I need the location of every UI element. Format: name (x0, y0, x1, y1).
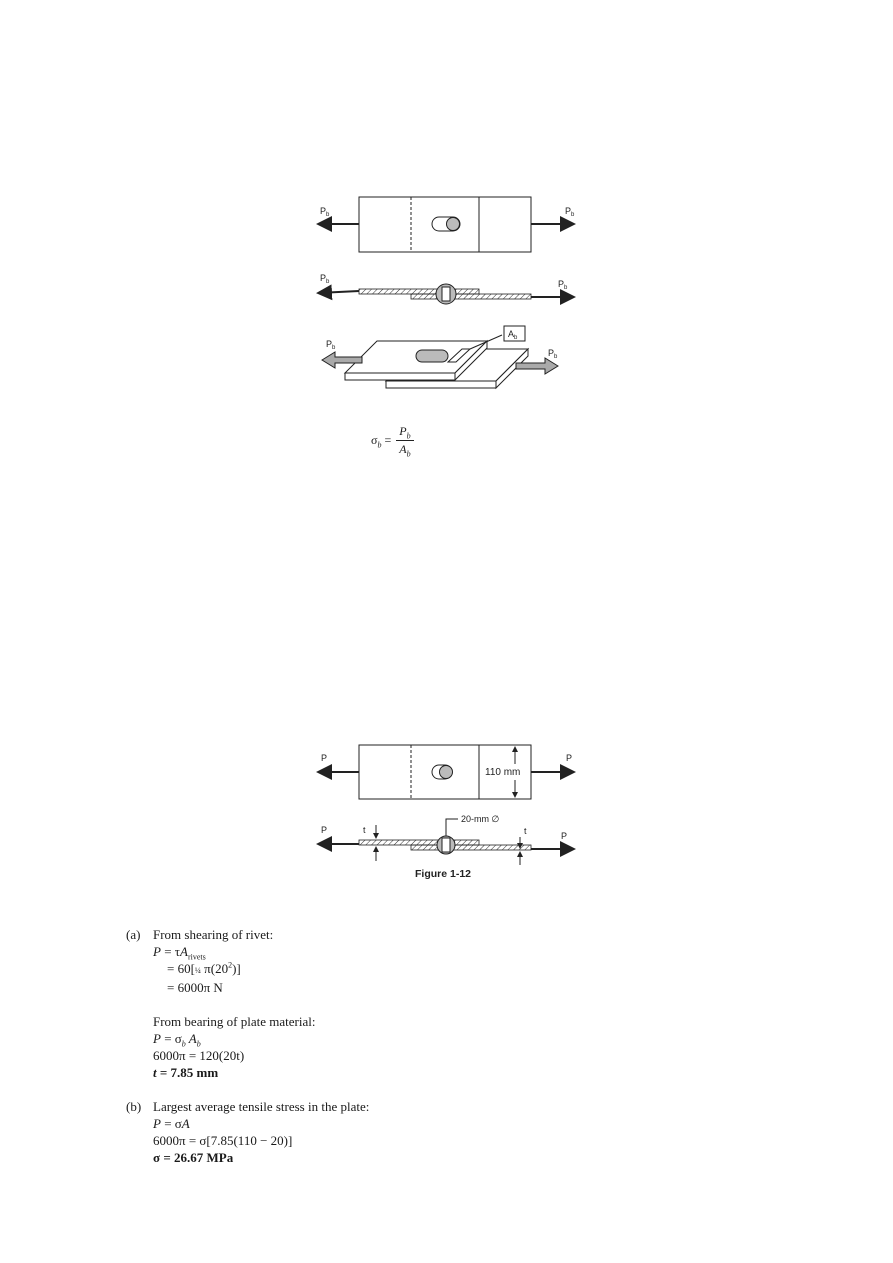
part-b: (b) Largest average tensile stress in th… (126, 1098, 726, 1166)
part-b-eq1: P = σA (153, 1116, 190, 1131)
part-a-heading2: From bearing of plate material: (153, 1014, 316, 1029)
part-a-eq2: = 60[¼ π(202)] (167, 960, 241, 976)
part-b-eq2: 6000π = σ[7.85(110 − 20)] (153, 1133, 293, 1148)
thickness-label-left: t (363, 825, 366, 835)
solution: (a) From shearing of rivet: P = τArivets… (126, 926, 726, 1166)
rivet-diameter-label: 20-mm ∅ (461, 814, 499, 824)
side-view: Pb Pb (316, 273, 576, 305)
thickness-label-right: t (524, 826, 527, 836)
part-b-result: σ = 26.67 MPa (153, 1150, 234, 1165)
part-a-heading: From shearing of rivet: (153, 927, 274, 942)
formula-fraction: Pb Ab (396, 424, 414, 458)
formula-lhs: σb = (371, 433, 392, 450)
area-label: Ab (508, 329, 518, 341)
part-a-eq3: = 6000π N (167, 980, 223, 995)
iso-load-label-right: Pb (548, 348, 558, 360)
fig112-side-load-right: P (561, 831, 567, 841)
part-a-eq4: P = σb Ab (153, 1031, 201, 1049)
part-a-eq5: 6000π = 120(20t) (153, 1048, 245, 1063)
figure-caption: Figure 1-12 (415, 868, 471, 880)
part-b-tag: (b) (126, 1099, 142, 1114)
fig112-plan-view: 110 mm P P (316, 744, 576, 800)
iso-load-label-left: Pb (326, 339, 336, 351)
width-dimension: 110 mm (485, 767, 520, 778)
part-a-eq1: P = τArivets (153, 944, 206, 962)
plan-view: Pb Pb (316, 196, 576, 253)
bearing-stress-figure: Pb Pb Pb Pb Ab Pb Pb (316, 196, 576, 390)
part-a-result: t = 7.85 mm (153, 1065, 219, 1080)
figure-1-12: 110 mm P P P P t t 20-mm ∅ Figure 1-12 (316, 744, 576, 880)
part-a: (a) From shearing of rivet: P = τArivets… (126, 926, 726, 1081)
part-b-heading: Largest average tensile stress in the pl… (153, 1099, 370, 1114)
bearing-stress-formula: σb = Pb Ab (371, 424, 414, 458)
load-label-left: Pb (320, 206, 330, 218)
side-load-label-left: Pb (320, 273, 330, 285)
fig112-load-left: P (321, 753, 327, 763)
load-label-right: Pb (565, 206, 575, 218)
isometric-view: Ab Pb Pb (321, 325, 559, 390)
fig112-side-view: P P t t 20-mm ∅ (316, 814, 576, 865)
side-load-label-right: Pb (558, 279, 568, 291)
fig112-side-load-left: P (321, 825, 327, 835)
part-a-tag: (a) (126, 927, 141, 942)
fig112-load-right: P (566, 753, 572, 763)
